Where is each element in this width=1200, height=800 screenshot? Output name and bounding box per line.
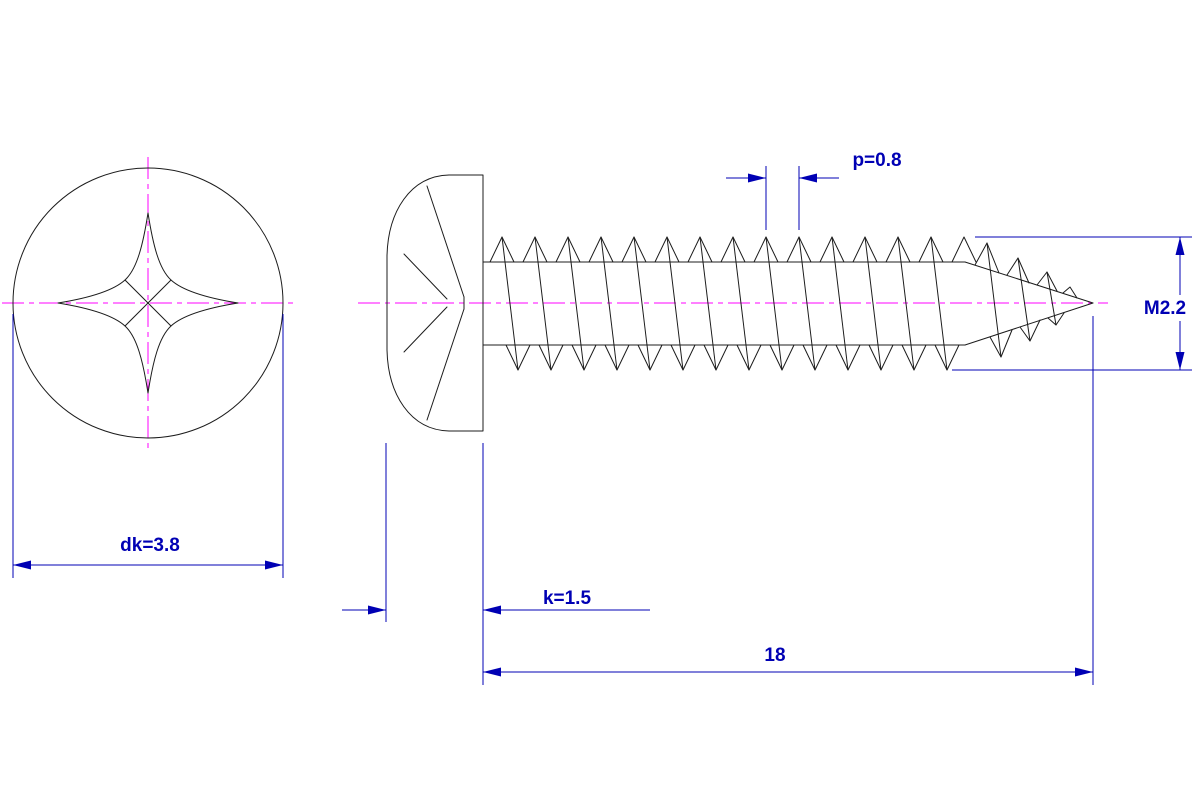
dimension-arrow: [265, 560, 283, 570]
dimension-arrow: [368, 605, 386, 615]
recess-side-line-4: [403, 306, 448, 353]
dimension-label-length: 18: [764, 645, 785, 666]
dimension-pitch: p=0.8: [726, 150, 902, 230]
flank-line: [897, 236, 915, 371]
dimension-arrow: [483, 667, 501, 677]
taper-flank-line: [1046, 271, 1057, 326]
phillips-recess-outline: [57, 212, 239, 394]
dimensions: dk=3.8 p=0.8 M2.2: [12, 150, 1195, 685]
dimension-head-height: k=1.5: [342, 443, 650, 622]
phillips-recess-diagonal-2: [124, 279, 172, 327]
label-background: [1135, 295, 1195, 321]
screw-point: [964, 242, 1094, 358]
dimension-arrow: [1175, 237, 1185, 255]
dimension-length: 18: [482, 316, 1094, 685]
dimension-arrow: [13, 560, 31, 570]
dimension-label-head-diameter: dk=3.8: [120, 535, 180, 556]
recess-side-line-1: [426, 185, 465, 298]
dimension-arrow: [483, 605, 501, 615]
taper-flank-line: [1017, 257, 1031, 342]
dimension-arrow: [799, 173, 817, 183]
centerlines: [2, 157, 1108, 449]
dimension-arrow: [748, 173, 766, 183]
recess-side-line-2: [426, 308, 465, 421]
thread-crests-bottom: [505, 344, 960, 371]
screw-side-view: [386, 174, 1094, 432]
taper-tooth: [974, 242, 1000, 274]
flank-line: [600, 236, 618, 371]
dimension-label-pitch: p=0.8: [852, 150, 901, 171]
taper-tooth: [1062, 286, 1078, 299]
taper-flank-line: [986, 242, 1002, 358]
dimension-arrow: [1175, 352, 1185, 370]
dimension-head-diameter: dk=3.8: [12, 314, 284, 578]
point-cone-bottom: [964, 302, 1094, 346]
dimension-label-head-height: k=1.5: [543, 588, 592, 609]
dimension-arrow: [1075, 667, 1093, 677]
thread-tooth: [951, 236, 977, 263]
head-front-view: [12, 167, 284, 439]
recess-side-line-3: [403, 253, 448, 300]
head-circle-outline: [12, 167, 284, 439]
dimension-thread-diameter: M2.2: [952, 236, 1195, 371]
dimension-label-thread-diameter: M2.2: [1144, 298, 1186, 319]
pan-head-outline: [386, 174, 484, 432]
